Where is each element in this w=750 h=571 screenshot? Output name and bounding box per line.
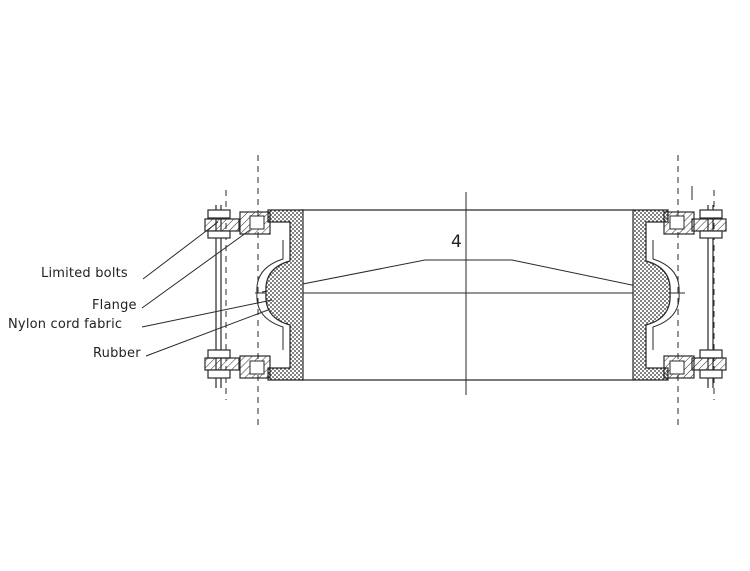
center-lines xyxy=(255,192,685,395)
right-assembly xyxy=(632,186,727,388)
left-bolt-plates-bottom xyxy=(204,349,240,379)
right-bolt-plates-top xyxy=(691,209,727,239)
right-rubber-body xyxy=(632,209,671,381)
leader-flange xyxy=(141,229,251,309)
leader-lines xyxy=(141,221,273,357)
left-assembly xyxy=(204,205,304,388)
profile-line xyxy=(261,259,671,294)
leader-limited-bolts xyxy=(142,221,219,280)
label-limited-bolts: Limited bolts xyxy=(41,266,128,281)
left-bolt-plates-top xyxy=(204,209,240,239)
leader-rubber xyxy=(145,309,269,357)
leader-nylon xyxy=(141,299,273,328)
label-rubber: Rubber xyxy=(93,346,141,361)
pipe-body xyxy=(300,209,634,381)
right-bolt-plates-bottom xyxy=(691,349,727,379)
label-flange: Flange xyxy=(92,298,137,313)
section-number: 4 xyxy=(451,232,462,252)
left-rubber-body xyxy=(265,209,304,381)
label-nylon-cord-fabric: Nylon cord fabric xyxy=(8,317,123,332)
